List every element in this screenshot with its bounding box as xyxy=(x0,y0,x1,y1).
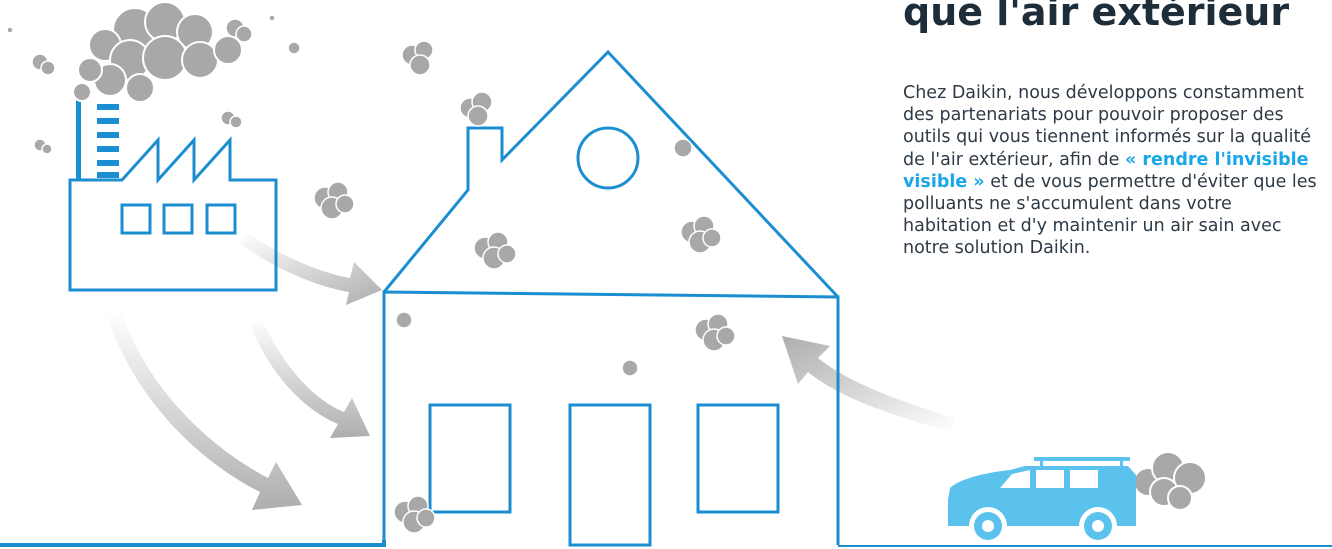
pollution-particles xyxy=(6,14,736,534)
description-text-end: et de vous permettre d'éviter que les po… xyxy=(903,171,1317,259)
page-title: que l'air extérieur xyxy=(903,0,1290,34)
ground-line xyxy=(0,540,1332,547)
pollution-arrow-factory-lower xyxy=(108,310,302,510)
pollution-cluster-icon xyxy=(31,53,56,76)
pollution-arrow-factory-middle xyxy=(250,318,370,438)
pollution-cluster-icon xyxy=(393,495,436,534)
pollution-cluster-icon xyxy=(401,40,434,76)
highlight-text: « rendre l'invisible visible » xyxy=(903,149,1309,192)
factory-smoke-icon xyxy=(72,1,243,103)
factory-chimney xyxy=(76,96,119,180)
factory xyxy=(68,136,278,292)
pollution-cluster-icon xyxy=(313,181,355,220)
car xyxy=(948,457,1136,545)
pollution-arrow-factory-upper xyxy=(240,232,382,305)
pollution-cluster-icon xyxy=(459,91,493,127)
pollution-cluster-icon xyxy=(680,215,722,254)
pollution-cluster-icon xyxy=(220,110,243,129)
pollution-cluster-icon xyxy=(33,138,53,155)
description-text-start: Chez Daikin, nous développons constammen… xyxy=(903,83,1312,170)
pollution-cluster-icon xyxy=(473,231,517,270)
car-exhaust-icon xyxy=(1133,451,1207,511)
house xyxy=(382,49,840,547)
pollution-arrow-car xyxy=(782,336,955,432)
pollution-cluster-icon xyxy=(225,18,253,43)
pollution-cluster-icon xyxy=(694,313,736,352)
description-paragraph: Chez Daikin, nous développons constammen… xyxy=(903,82,1323,260)
